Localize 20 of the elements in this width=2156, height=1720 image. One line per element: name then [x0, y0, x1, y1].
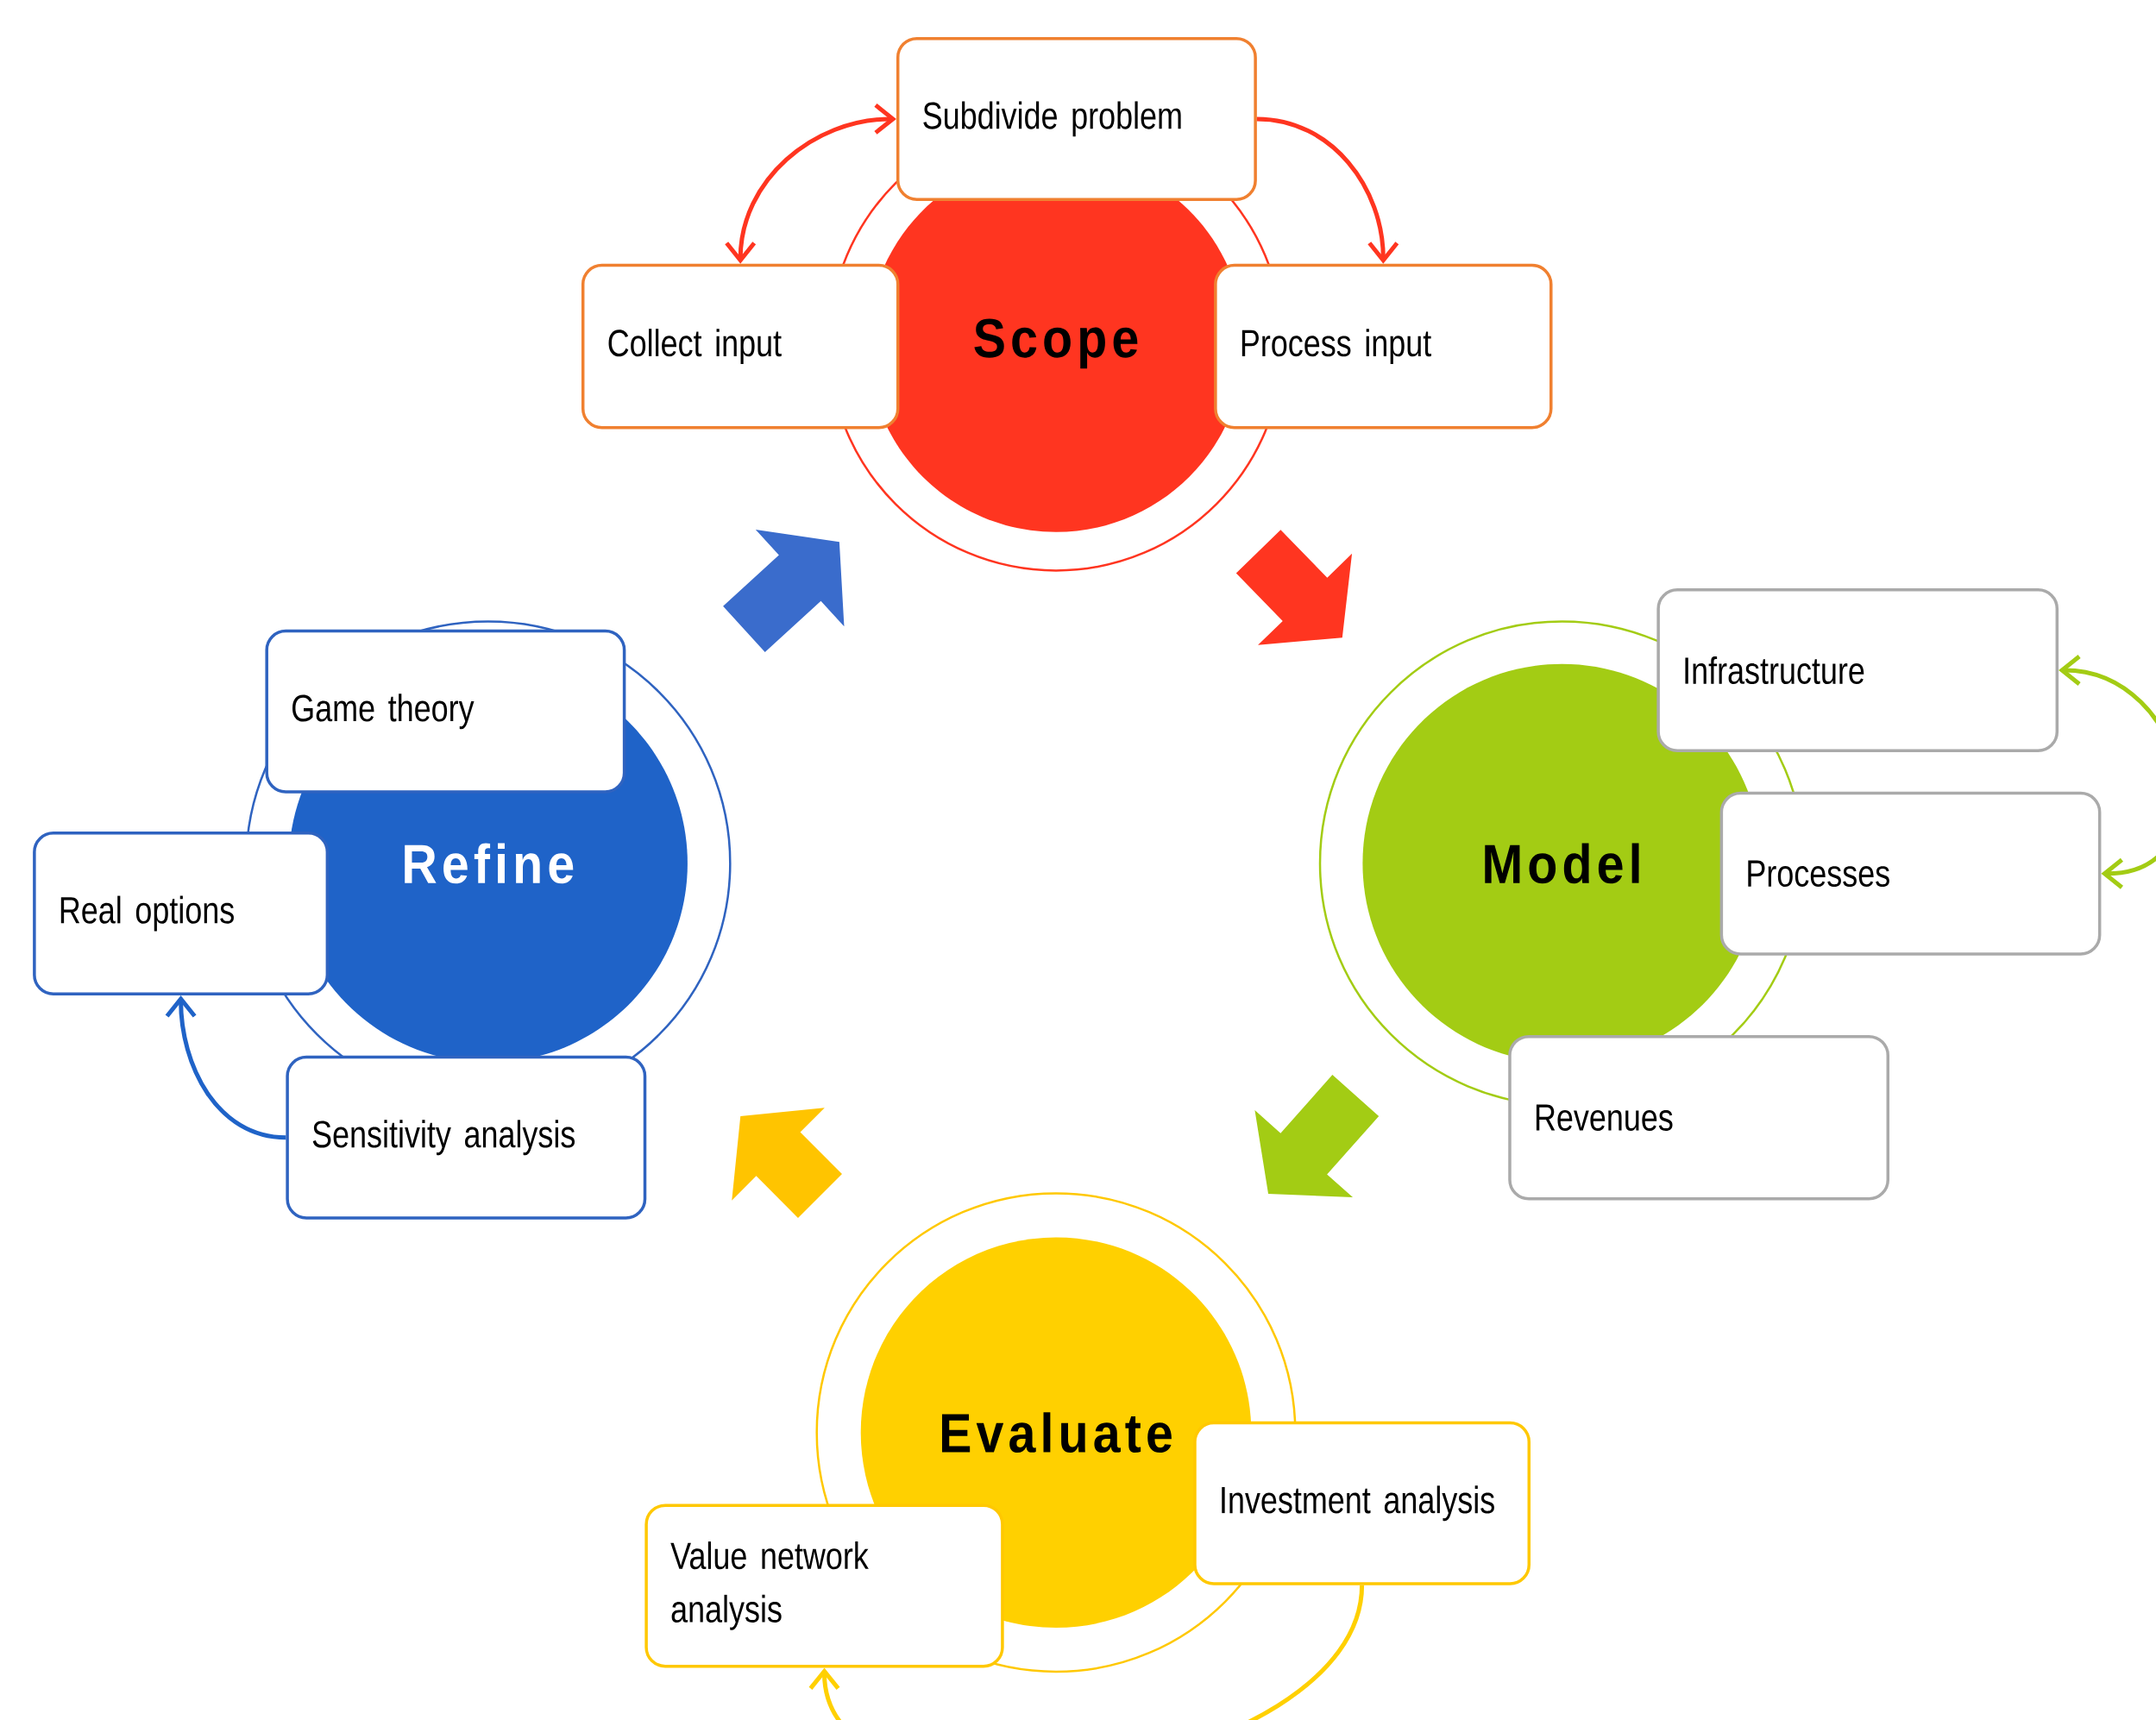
text-box: Process input	[1214, 263, 1553, 430]
text-box: Subdivide problem	[896, 36, 1257, 201]
text-box: Real options	[33, 832, 330, 995]
text-box: Processes	[1719, 791, 2102, 956]
arrow	[732, 1108, 842, 1218]
text-box: Infrastructure	[1656, 588, 2059, 752]
text-box: Revenues	[1508, 1034, 1890, 1201]
text-box: Value network analysis	[644, 1503, 1004, 1668]
arrow	[2059, 655, 2156, 889]
arrow	[808, 1585, 1365, 1720]
text-box: Game theory	[265, 629, 626, 794]
arrow	[165, 995, 286, 1140]
arrow	[1256, 116, 1399, 264]
arrow	[1235, 530, 1353, 645]
arrow	[1254, 1075, 1380, 1198]
text-box: Sensitivity analysis	[286, 1055, 647, 1220]
text-box: Collect input	[581, 263, 900, 430]
arrow	[725, 103, 896, 264]
arrow	[723, 530, 845, 652]
text-box: Investment analysis	[1193, 1421, 1531, 1585]
